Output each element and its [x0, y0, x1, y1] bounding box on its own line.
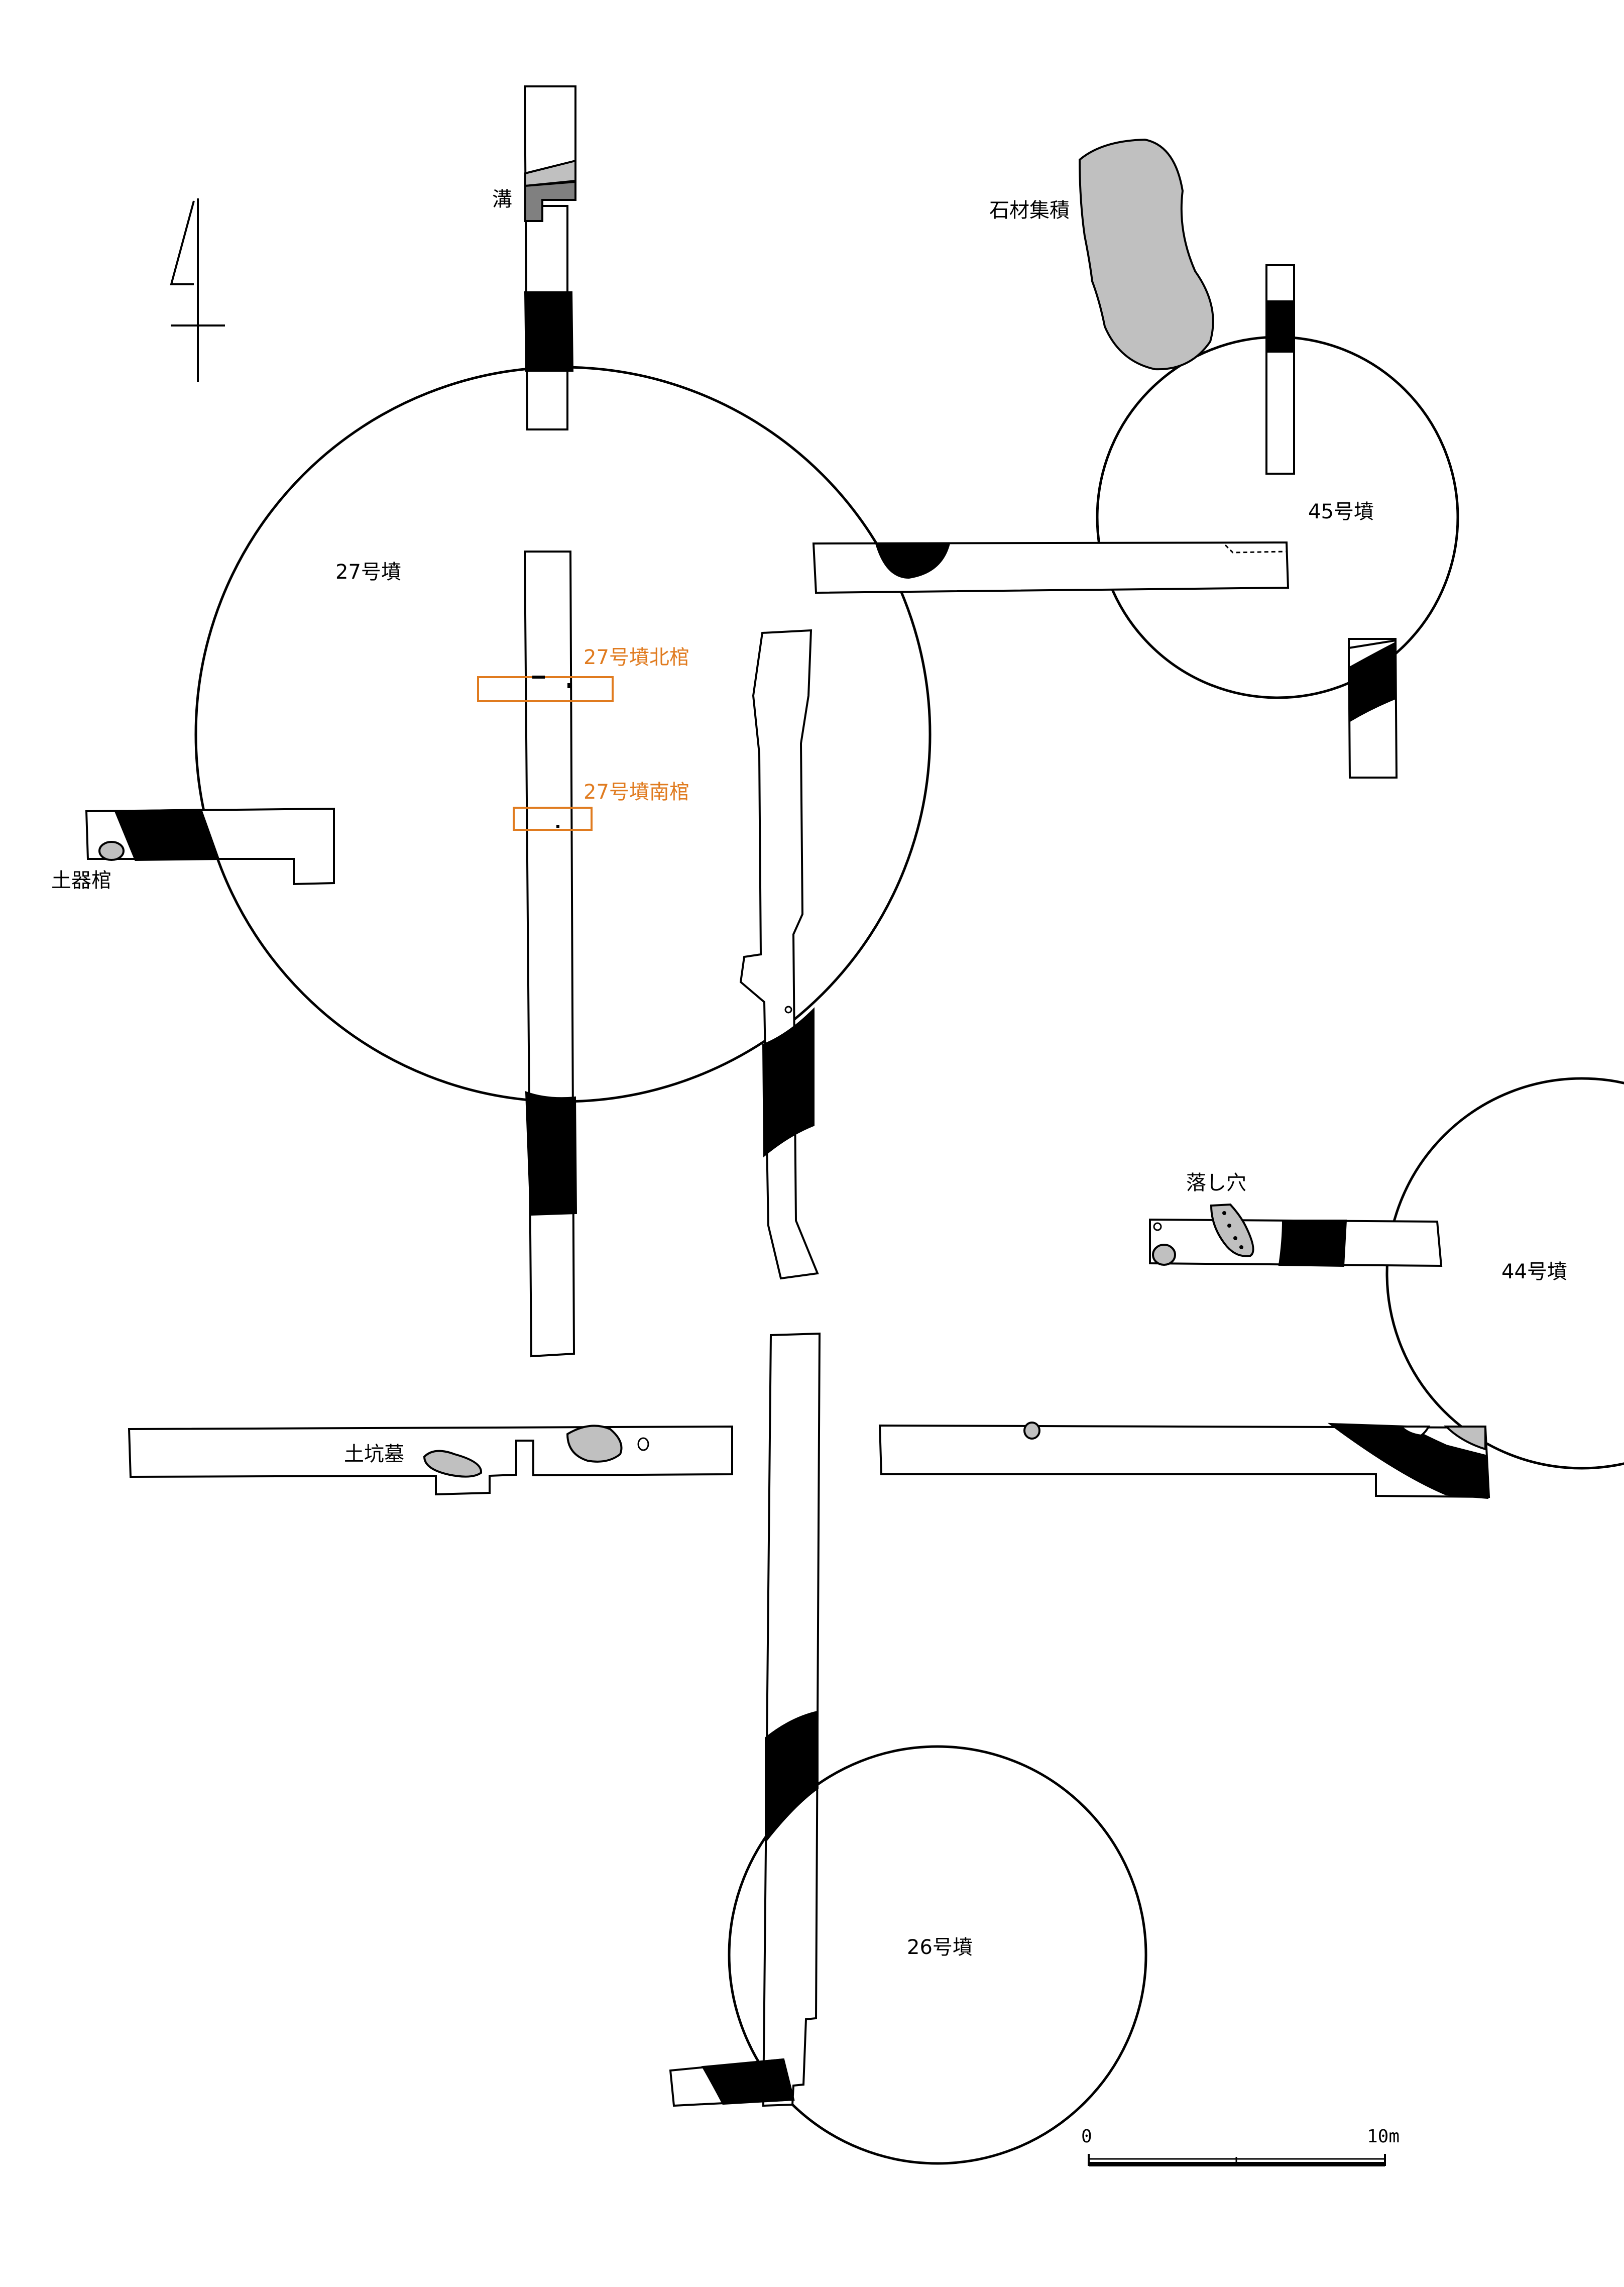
label-mound-45: 45号墳 [1308, 500, 1374, 523]
label-ditch: 溝 [492, 188, 512, 211]
scale-end: 10m [1367, 2126, 1400, 2147]
trench-south-long [669, 1332, 821, 2107]
trench-north-top [524, 85, 576, 430]
label-mound-26: 26号墳 [907, 1936, 973, 1959]
stone-pile [1078, 138, 1214, 371]
trench-27-east [739, 629, 819, 1280]
trench-east-long [878, 1422, 1490, 1499]
label-north-coffin: 27号墳北棺 [584, 646, 689, 669]
label-mound-27: 27号墳 [335, 561, 401, 584]
label-south-coffin: 27号墳南棺 [584, 781, 689, 804]
label-pit-grave: 土坑墓 [344, 1443, 404, 1466]
label-pit-trap: 落し穴 [1186, 1171, 1246, 1194]
trench-45-horizontal [812, 541, 1290, 594]
north-arrow-icon [170, 198, 225, 382]
label-mound-44: 44号墳 [1501, 1260, 1567, 1283]
south-coffin-box [513, 807, 593, 831]
coffin-boxes [477, 676, 614, 831]
trench-27-central [524, 551, 577, 1358]
label-stone-pile: 石材集積 [989, 199, 1070, 222]
trench-45-north [1265, 264, 1295, 475]
mound-44-outline [1385, 1077, 1624, 1470]
mound-26-outline [728, 1745, 1147, 2165]
north-coffin-box [477, 676, 614, 702]
trench-45-south [1347, 638, 1398, 779]
trench-west-pottery [85, 807, 335, 886]
label-pottery-coffin: 土器棺 [51, 869, 111, 892]
trench-west-long [128, 1425, 733, 1496]
scale-bar: 0 10m [1081, 2126, 1400, 2166]
trench-pit-trap [1149, 1203, 1443, 1267]
scale-start: 0 [1081, 2126, 1092, 2147]
